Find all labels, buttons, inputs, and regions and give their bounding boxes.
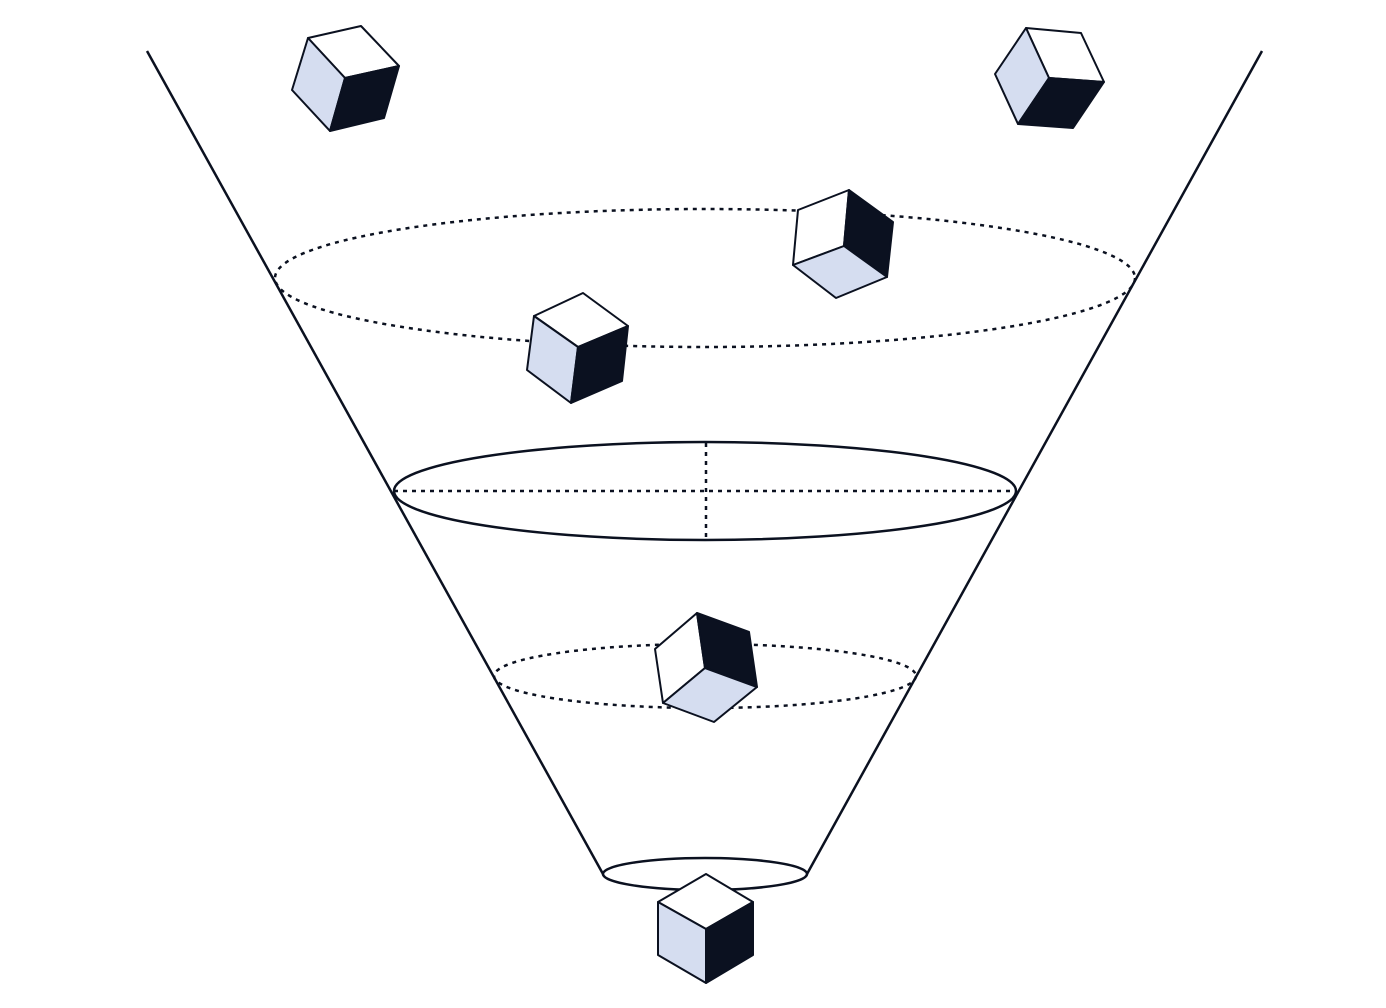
cube-top-left-icon	[291, 25, 400, 132]
cube-face	[662, 667, 758, 723]
cube-upper-right-icon	[792, 189, 894, 299]
cube-face	[792, 245, 888, 299]
funnel-top-dotted-ring	[273, 207, 1137, 349]
cube-face	[705, 901, 754, 984]
cube-face	[1017, 77, 1105, 129]
funnel-right-edge	[805, 50, 1264, 875]
cube-top-right-icon	[994, 27, 1105, 129]
cube-upper-middle-icon	[526, 292, 629, 404]
cube-face	[570, 325, 629, 404]
cube-output-icon	[657, 873, 754, 984]
cube-lower-icon	[654, 612, 758, 723]
cube-face	[329, 65, 400, 132]
funnel-left-edge	[145, 50, 605, 875]
